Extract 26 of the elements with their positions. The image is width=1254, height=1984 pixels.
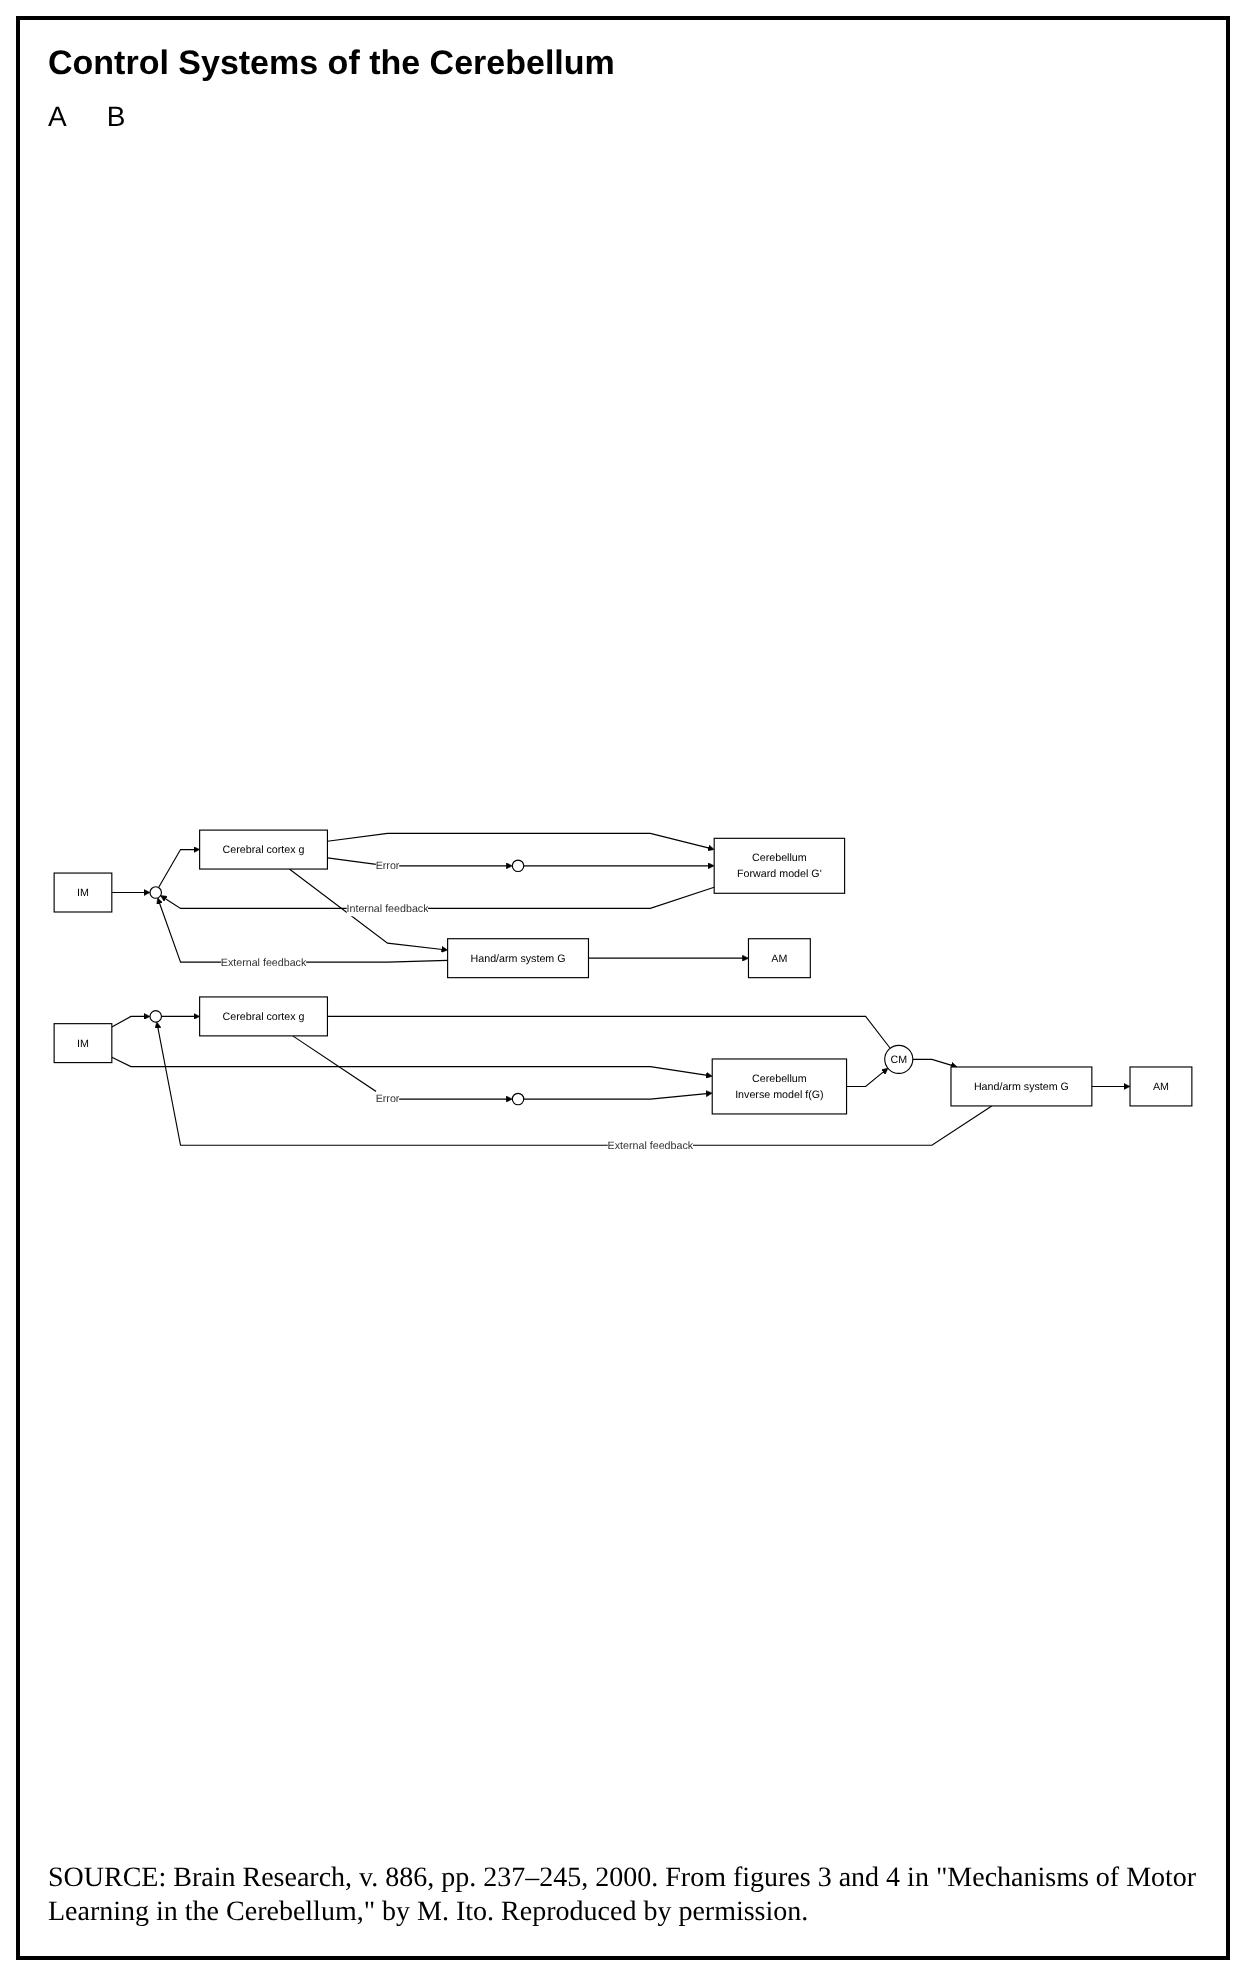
arrow bbox=[587, 955, 749, 963]
arrow bbox=[158, 846, 200, 889]
arrow bbox=[111, 1057, 713, 1080]
arrow bbox=[160, 1013, 200, 1021]
arrow bbox=[156, 898, 449, 964]
arrow bbox=[154, 1022, 993, 1147]
arrow bbox=[111, 889, 151, 897]
arrow bbox=[523, 863, 715, 870]
arrow bbox=[288, 869, 448, 954]
arrow bbox=[111, 1013, 151, 1029]
node-circle bbox=[511, 860, 525, 873]
connector bbox=[326, 1016, 891, 1050]
node-circle bbox=[149, 1010, 163, 1024]
node-circle bbox=[511, 1093, 525, 1107]
panel-letter: B bbox=[106, 100, 126, 132]
arrow bbox=[1091, 1083, 1131, 1091]
arrow bbox=[523, 1091, 713, 1101]
diagram-title: Control Systems of the Cerebellum bbox=[48, 44, 617, 84]
source-caption: SOURCE: Brain Research, v. 886, pp. 237–245, 2000. From figures 3 and 4 in "Mechanisms of Motor Learning in the Cerebellum," by M. Ito. Reproduced by permission. bbox=[48, 1864, 1198, 1932]
arrow bbox=[326, 858, 513, 870]
arrow bbox=[292, 1036, 513, 1104]
panel-letter: A bbox=[48, 100, 67, 132]
arrow bbox=[846, 1068, 889, 1088]
arrow bbox=[912, 1059, 958, 1070]
arrow bbox=[326, 833, 715, 852]
node-circle bbox=[149, 886, 163, 900]
